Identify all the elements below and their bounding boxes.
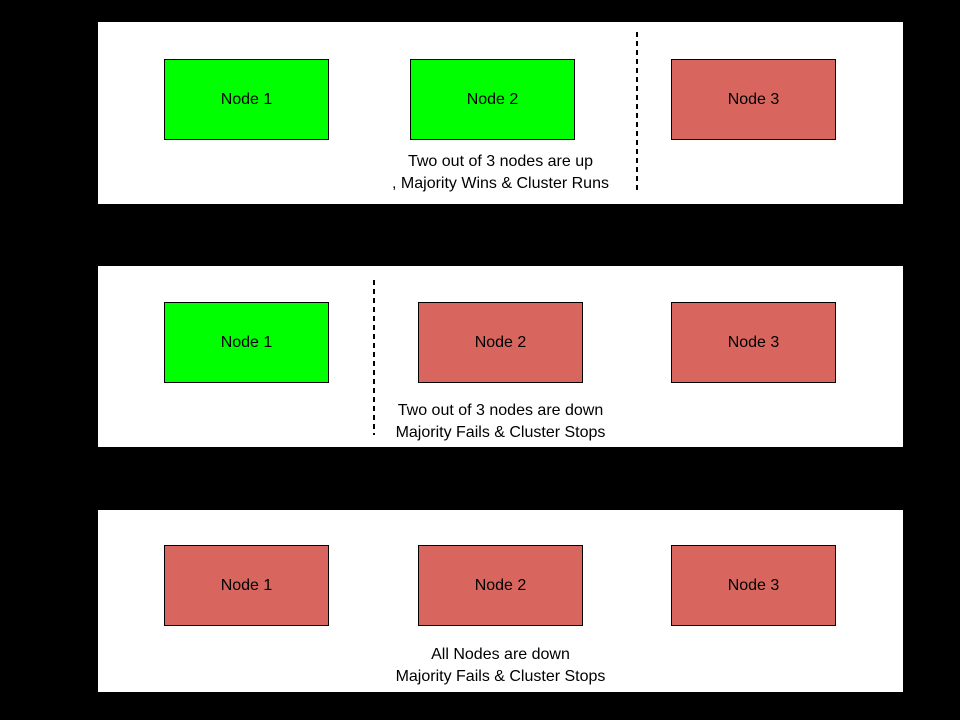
node-3-box: Node 3 <box>671 302 836 383</box>
node-1-box: Node 1 <box>164 59 329 140</box>
node-label: Node 1 <box>220 576 273 594</box>
caption-line-2: Majority Fails & Cluster Stops <box>395 424 606 441</box>
node-3-box: Node 3 <box>671 545 836 626</box>
scenario-panel-3: Node 1 Node 2 Node 3 All Nodes are down … <box>96 508 905 694</box>
node-label: Node 3 <box>727 576 780 594</box>
node-label: Node 3 <box>727 333 780 351</box>
node-3-box: Node 3 <box>671 59 836 140</box>
node-label: Node 1 <box>220 90 273 108</box>
node-1-box: Node 1 <box>164 545 329 626</box>
node-label: Node 2 <box>466 90 519 108</box>
node-label: Node 3 <box>727 90 780 108</box>
node-2-box: Node 2 <box>418 545 583 626</box>
scenario-panel-2: Node 1 Node 2 Node 3 Two out of 3 nodes … <box>96 264 905 449</box>
node-2-box: Node 2 <box>410 59 575 140</box>
node-label: Node 2 <box>474 576 527 594</box>
node-label: Node 2 <box>474 333 527 351</box>
node-1-box: Node 1 <box>164 302 329 383</box>
caption: All Nodes are down Majority Fails & Clus… <box>98 644 903 688</box>
caption-line-1: All Nodes are down <box>431 646 570 663</box>
partition-dashed-line <box>636 32 638 190</box>
node-2-box: Node 2 <box>418 302 583 383</box>
partition-dashed-line <box>373 280 375 435</box>
caption-line-2: , Majority Wins & Cluster Runs <box>392 175 609 192</box>
caption: Two out of 3 nodes are up , Majority Win… <box>98 151 903 195</box>
node-label: Node 1 <box>220 333 273 351</box>
caption-line-1: Two out of 3 nodes are up <box>407 153 593 170</box>
caption-line-1: Two out of 3 nodes are down <box>397 402 604 419</box>
scenario-panel-1: Node 1 Node 2 Node 3 Two out of 3 nodes … <box>96 20 905 206</box>
caption: Two out of 3 nodes are down Majority Fai… <box>98 400 903 444</box>
caption-line-2: Majority Fails & Cluster Stops <box>395 668 606 685</box>
